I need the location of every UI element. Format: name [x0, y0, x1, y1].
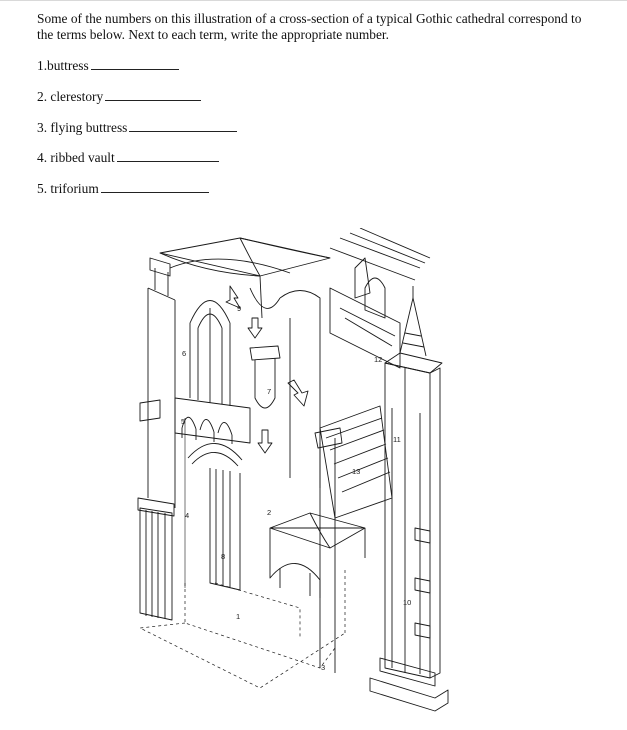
figure-number-1: 1 — [236, 612, 240, 621]
aisle-wall-right — [314, 427, 343, 673]
figure-number-2: 2 — [267, 508, 271, 517]
term-buttress: 1.buttress — [37, 58, 179, 74]
figure-number-11: 11 — [393, 435, 401, 444]
nave-pier-left — [137, 497, 175, 621]
floor-plan-outline — [139, 568, 346, 689]
nave-arcade-arch — [187, 443, 243, 591]
figure-number-9: 9 — [237, 304, 241, 313]
page-top-rule — [0, 0, 627, 1]
term-flying-buttress: 3. flying buttress — [37, 120, 238, 136]
figure-number-5: 5 — [181, 417, 185, 426]
term-label: 5. triforium — [37, 181, 99, 196]
term-label: 1.buttress — [37, 58, 89, 73]
answer-blank[interactable] — [90, 58, 179, 70]
term-triforium: 5. triforium — [37, 181, 209, 197]
aisle-vault — [269, 512, 366, 598]
figure-number-7: 7 — [267, 387, 271, 396]
figure-number-13: 13 — [352, 467, 360, 476]
triforium-arcade — [139, 397, 251, 444]
term-label: 3. flying buttress — [37, 120, 128, 135]
answer-blank[interactable] — [100, 181, 209, 193]
cathedral-cross-section-illustration: 9 6 7 5 4 2 8 1 3 12 11 13 10 — [130, 228, 470, 718]
figure-number-10: 10 — [403, 598, 411, 607]
nave-wall-left — [147, 257, 176, 508]
figure-number-4: 4 — [185, 511, 189, 520]
ribbed-vault — [159, 237, 331, 488]
clerestory-window — [189, 300, 231, 406]
figure-number-12: 12 — [374, 355, 382, 364]
vault-springer-block — [249, 345, 281, 409]
buttress-tower — [369, 286, 449, 712]
roof-timbers — [329, 228, 431, 281]
answer-blank[interactable] — [129, 120, 238, 132]
figure-number-8: 8 — [221, 552, 225, 561]
figure-number-3: 3 — [321, 663, 325, 672]
thrust-arrows — [225, 285, 309, 454]
flying-buttress-assembly — [319, 257, 401, 519]
term-ribbed-vault: 4. ribbed vault — [37, 150, 219, 166]
term-label: 2. clerestory — [37, 89, 104, 104]
term-clerestory: 2. clerestory — [37, 89, 202, 105]
answer-blank[interactable] — [116, 150, 219, 162]
term-label: 4. ribbed vault — [37, 150, 115, 165]
figure-number-6: 6 — [182, 349, 186, 358]
answer-blank[interactable] — [105, 89, 202, 101]
worksheet-instructions: Some of the numbers on this illustration… — [37, 11, 582, 42]
